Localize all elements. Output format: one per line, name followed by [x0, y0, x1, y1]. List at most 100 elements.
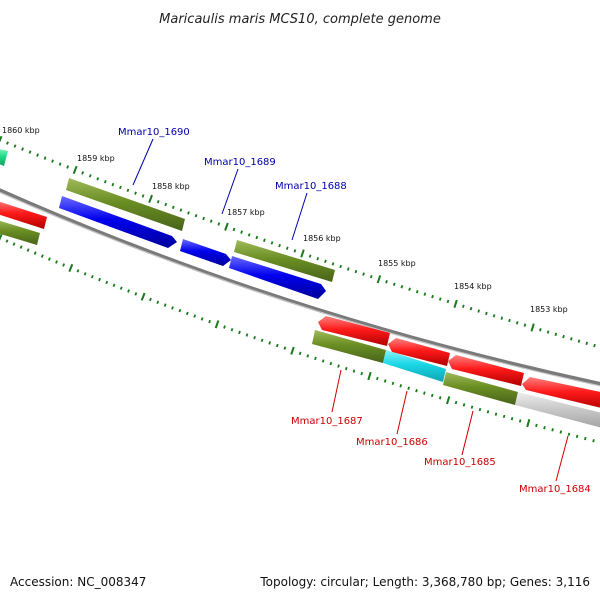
minor-tick: [570, 337, 573, 341]
topology-text: Topology: circular; Length: 3,368,780 bp…: [259, 575, 590, 589]
minor-tick: [331, 262, 335, 266]
gene-label-reverse[interactable]: Mmar10_1684: [519, 484, 591, 495]
genome-backbone-outer: [0, 188, 600, 386]
minor-tick: [585, 341, 589, 346]
minor-tick: [329, 361, 333, 366]
minor-tick: [171, 205, 175, 210]
minor-tick: [415, 290, 419, 294]
minor-tick: [431, 294, 434, 299]
minor-tick: [43, 156, 47, 160]
gene-label-reverse[interactable]: Mmar10_1685: [424, 457, 496, 468]
gene-mmar10-1690[interactable]: [59, 196, 177, 248]
minor-tick: [554, 332, 558, 337]
minor-tick: [76, 269, 80, 273]
minor-tick: [383, 379, 387, 383]
minor-tick: [127, 289, 130, 293]
minor-tick: [119, 185, 122, 190]
leader-line: [461, 410, 474, 456]
minor-tick: [391, 381, 395, 386]
major-tick: [224, 222, 229, 231]
gene-red-lower-2[interactable]: [388, 338, 450, 366]
minor-tick: [164, 202, 168, 207]
minor-tick: [559, 430, 563, 434]
gene-red-lower-4[interactable]: [522, 377, 600, 410]
minor-tick: [209, 219, 213, 223]
minor-tick: [462, 304, 465, 308]
minor-tick: [339, 264, 342, 269]
minor-tick: [253, 335, 256, 340]
minor-tick: [260, 338, 264, 343]
minor-tick: [508, 318, 511, 323]
leader-line: [331, 369, 342, 413]
minor-tick: [308, 254, 312, 258]
minor-tick: [415, 388, 418, 393]
minor-tick: [362, 272, 365, 276]
minor-tick: [275, 343, 279, 348]
minor-tick: [485, 311, 488, 316]
outer-tick-row: [0, 135, 596, 348]
minor-tick: [134, 292, 138, 296]
gene-label-forward[interactable]: Mmar10_1690: [118, 127, 190, 138]
major-tick: [526, 419, 531, 428]
gene-mmar10-1685[interactable]: [443, 372, 518, 405]
minor-tick: [523, 323, 527, 327]
gene-olive-upper-1[interactable]: [66, 178, 185, 231]
genome-backbone-inner: [0, 191, 600, 387]
minor-tick: [551, 428, 554, 432]
minor-tick: [438, 297, 442, 301]
major-tick: [300, 249, 305, 258]
tick-label: 1859 kbp: [77, 154, 115, 163]
leader-line: [221, 168, 239, 215]
minor-tick: [314, 356, 317, 361]
minor-tick: [255, 235, 259, 240]
minor-tick: [270, 241, 274, 245]
minor-tick: [306, 354, 310, 358]
minor-tick: [21, 147, 24, 151]
major-tick: [453, 299, 458, 309]
major-tick: [530, 323, 535, 332]
minor-tick: [478, 407, 482, 412]
gene-mmar10-1687[interactable]: [312, 330, 386, 363]
minor-tick: [81, 171, 85, 175]
minor-tick: [232, 227, 236, 232]
gene-label-forward[interactable]: Mmar10_1689: [204, 157, 276, 168]
minor-tick: [263, 238, 266, 242]
gene-mmar10-1689[interactable]: [180, 239, 231, 266]
leader-line: [291, 192, 308, 241]
minor-tick: [193, 314, 197, 318]
gene-olive-upper-2[interactable]: [234, 240, 335, 282]
minor-tick: [316, 257, 320, 261]
minor-tick: [575, 434, 579, 439]
gene-label-reverse[interactable]: Mmar10_1687: [291, 416, 363, 427]
partial-gene-olive[interactable]: [0, 219, 40, 245]
minor-tick: [354, 269, 358, 274]
gene-label-forward[interactable]: Mmar10_1688: [275, 181, 347, 192]
minor-tick: [352, 369, 356, 373]
minor-tick: [392, 282, 396, 286]
gene-label-reverse[interactable]: Mmar10_1686: [356, 437, 428, 448]
gene-mmar10-1686[interactable]: [383, 350, 446, 382]
minor-tick: [562, 334, 565, 339]
minor-tick: [567, 432, 571, 436]
minor-tick: [19, 245, 23, 249]
gene-mmar10-1684[interactable]: [515, 392, 600, 430]
minor-tick: [156, 300, 160, 305]
minor-tick: [66, 165, 70, 169]
leader-line: [396, 390, 408, 435]
minor-tick: [324, 259, 327, 264]
gene-red-lower-3[interactable]: [448, 355, 524, 386]
leader-line: [555, 435, 569, 482]
partial-gene-green[interactable]: [0, 148, 8, 166]
gene-red-lower-1[interactable]: [318, 316, 390, 346]
minor-tick: [346, 267, 350, 271]
minor-tick: [492, 314, 496, 318]
major-tick: [367, 371, 372, 381]
minor-tick: [283, 346, 287, 350]
minor-tick: [278, 243, 281, 248]
gene-mmar10-1688[interactable]: [229, 256, 326, 299]
partial-gene-red[interactable]: [0, 200, 47, 229]
minor-tick: [178, 308, 182, 313]
minor-tick: [376, 376, 379, 381]
minor-tick: [469, 306, 473, 311]
